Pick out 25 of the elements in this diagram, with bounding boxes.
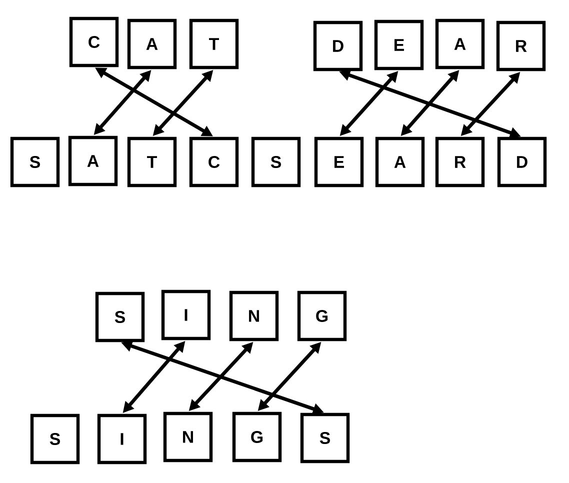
letter-box: D <box>497 136 547 188</box>
letter-box: S <box>300 412 350 464</box>
letter-box: T <box>189 18 239 70</box>
letter-box: N <box>163 412 213 462</box>
letter-box: A <box>375 136 425 188</box>
letter-box: I <box>161 290 211 340</box>
letter-box: N <box>229 290 279 342</box>
letter-box: S <box>251 136 301 188</box>
letter-box: D <box>313 20 363 72</box>
letter-box: S <box>95 292 145 342</box>
letter-box: A <box>435 18 485 70</box>
letter-box: T <box>127 136 177 188</box>
letter-box: I <box>97 414 147 464</box>
letter-box: C <box>69 16 119 68</box>
letter-box: G <box>297 290 347 342</box>
letter-box: S <box>10 136 60 188</box>
letter-box: C <box>189 136 239 188</box>
letter-box: G <box>232 412 282 462</box>
letter-box: R <box>435 136 485 188</box>
letter-box: E <box>314 136 364 188</box>
letter-box: S <box>30 414 80 464</box>
letter-box: R <box>496 20 546 72</box>
letter-box: A <box>68 136 118 186</box>
letter-box: E <box>374 20 424 70</box>
letter-box: A <box>127 18 177 70</box>
